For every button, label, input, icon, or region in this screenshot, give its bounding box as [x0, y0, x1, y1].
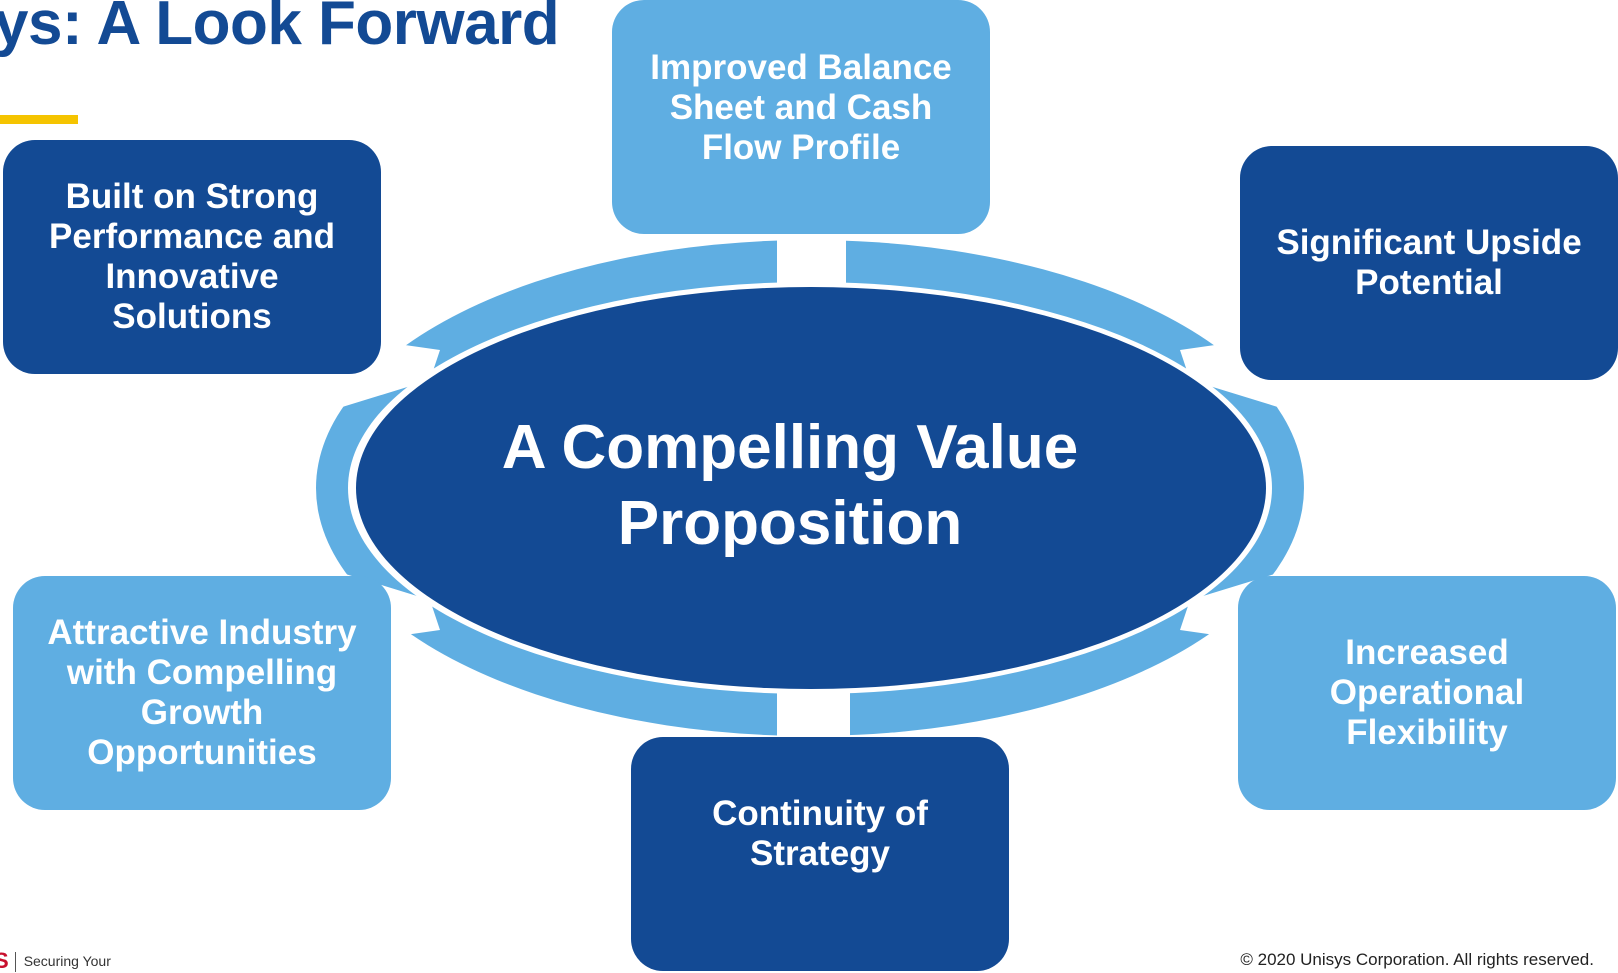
- logo-tagline: Securing Your: [23, 953, 111, 969]
- box-line: Opportunities: [87, 733, 317, 772]
- title-accent-bar: [0, 115, 78, 124]
- center-line-2: Proposition: [617, 489, 963, 558]
- box-increased-operational-flexibility: Increased Operational Flexibility: [1238, 576, 1616, 810]
- box-line: Significant Upside: [1276, 223, 1582, 262]
- box-line: Improved Balance: [650, 48, 952, 87]
- box-line: Potential: [1355, 263, 1503, 302]
- box-line: Flow Profile: [701, 128, 901, 167]
- box-line: Built on Strong: [65, 177, 319, 216]
- box-attractive-industry: Attractive Industry with Compelling Grow…: [13, 576, 391, 810]
- box-continuity-of-strategy: Continuity of Strategy: [631, 737, 1009, 971]
- copyright-notice: © 2020 Unisys Corporation. All rights re…: [1240, 950, 1594, 969]
- center-line-1: A Compelling Value: [501, 413, 1079, 482]
- logo-mark: S: [0, 948, 9, 973]
- center-statement: A Compelling Value Proposition: [360, 410, 1220, 562]
- box-line: Sheet and Cash: [669, 88, 933, 127]
- footer-logo: S Securing Your: [0, 946, 111, 973]
- box-line: with Compelling: [66, 653, 338, 692]
- box-line: Attractive Industry: [47, 613, 357, 652]
- box-line: Performance and: [49, 217, 335, 256]
- box-line: Growth: [140, 693, 264, 732]
- logo-divider: [14, 952, 16, 973]
- slide-title: sys: A Look Forward: [0, 0, 560, 58]
- box-built-on-strong-performance: Built on Strong Performance and Innovati…: [3, 140, 381, 374]
- box-significant-upside-potential: Significant Upside Potential: [1240, 146, 1618, 380]
- box-line: Operational: [1329, 673, 1525, 712]
- core-ellipse: [356, 287, 1266, 689]
- box-line: Strategy: [749, 834, 891, 873]
- box-line: Increased: [1345, 633, 1509, 672]
- box-line: Innovative: [105, 257, 279, 296]
- box-line: Continuity of: [712, 794, 928, 833]
- box-line: Solutions: [112, 297, 272, 336]
- box-line: Flexibility: [1346, 713, 1508, 752]
- ring-gap-top: [777, 230, 846, 290]
- box-improved-balance-sheet: Improved Balance Sheet and Cash Flow Pro…: [612, 0, 990, 234]
